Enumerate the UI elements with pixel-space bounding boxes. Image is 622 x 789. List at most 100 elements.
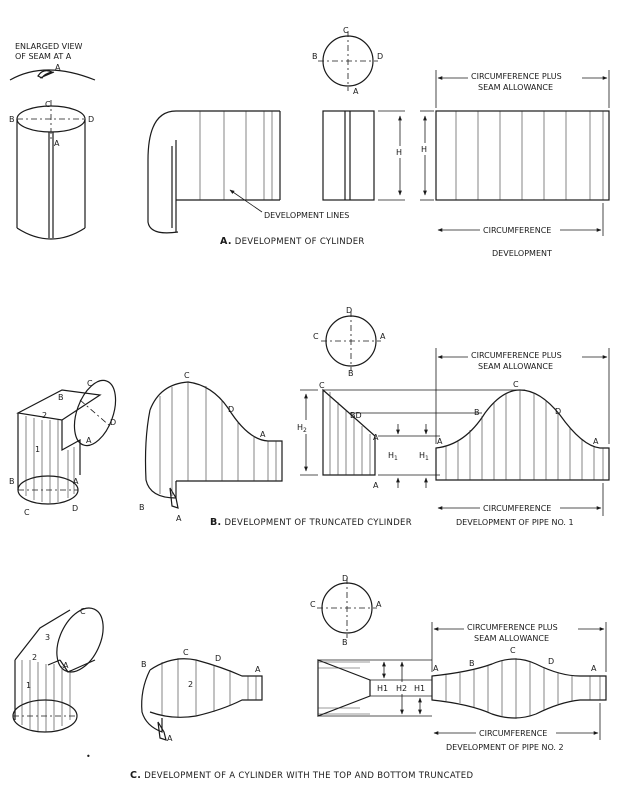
pattern-c: B C D A 2 A (141, 648, 263, 743)
elbow-b-d: D (110, 418, 116, 427)
elbow-c-c: C (80, 607, 86, 616)
cyl-label-b: B (9, 115, 15, 124)
pattern-b-b: B (139, 503, 145, 512)
dev-c-circplus-2: SEAM ALLOWANCE (474, 634, 549, 643)
circle-b-d: D (346, 306, 352, 315)
dev-b-dim-gap (468, 350, 582, 360)
dev-c-a: A (433, 664, 439, 673)
enlarged-view-line1: ENLARGED VIEW (15, 42, 83, 51)
cyl-label-d: D (88, 115, 94, 124)
front-view-a: H (322, 110, 405, 201)
cyl-label-c: C (45, 100, 51, 109)
circle-view-a: C B D A (312, 26, 383, 96)
dev-c-circ-label: CIRCUMFERENCE (479, 729, 547, 738)
c-h2-label: H2 (396, 684, 407, 693)
dev-c-c: C (510, 646, 516, 655)
pattern-b-d: D (228, 405, 234, 414)
dev-a-dev-label: DEVELOPMENT (492, 249, 552, 258)
dev-c-circ-gap (476, 727, 556, 737)
elbow-b-p2: 2 (42, 411, 47, 420)
stray-mark: • (86, 752, 91, 761)
dev-a-dim-gap (468, 71, 582, 81)
dev-c-outline (431, 658, 607, 719)
dev-lines-label: DEVELOPMENT LINES (264, 211, 349, 220)
dev-b-dev-label: DEVELOPMENT OF PIPE NO. 1 (456, 518, 574, 527)
elbow-b: C B D A 2 1 B A C D (9, 379, 116, 517)
pattern-c-outline (149, 658, 263, 718)
dev-c-circplus-1: CIRCUMFERENCE PLUS (467, 623, 558, 632)
pattern-c-tab (157, 721, 167, 741)
pattern-b-tab (169, 487, 179, 509)
circle-a-label-b: B (312, 52, 318, 61)
dev-a-h-label: H (421, 145, 427, 154)
circle-b-c: C (313, 332, 319, 341)
seam-fold (37, 70, 55, 79)
dev-a-circplus-1: CIRCUMFERENCE PLUS (471, 72, 562, 81)
pattern-b-top (149, 381, 283, 482)
profile-c-outline (317, 659, 371, 717)
elbow-b-a2: A (73, 477, 79, 486)
elbow-c-p3: 3 (45, 633, 50, 642)
sheet-curl (147, 110, 179, 234)
pattern-b-a2: A (176, 514, 182, 523)
caption-a: A.DEVELOPMENT OF CYLINDER (220, 236, 365, 247)
elbow-b-c2: C (24, 508, 30, 517)
seam-label-a: A (55, 63, 61, 72)
c-h1a-label: H1 (377, 684, 388, 693)
profile-b: C BD A A H2 H1 H1 (296, 381, 525, 490)
circle-b-a: A (380, 332, 386, 341)
circle-a-label-a: A (353, 87, 359, 96)
elbow-b-body (17, 413, 81, 490)
profile-b-a: A (373, 433, 379, 442)
elbow-c-p1: 1 (26, 681, 31, 690)
front-rect (322, 110, 375, 201)
elbow-b-end-axis (79, 399, 111, 427)
profile-b-outline (322, 388, 376, 476)
circle-c-c: C (310, 600, 316, 609)
pattern-c-a2: A (167, 734, 173, 743)
pattern-c-curl (141, 669, 163, 733)
dev-c-dim-gap (464, 622, 578, 632)
circle-a-label-d: D (377, 52, 383, 61)
h2-label: H2 (297, 423, 307, 434)
dev-c-d: D (548, 657, 554, 666)
dev-lines-arrow (229, 189, 263, 213)
dev-b-outline (435, 389, 610, 481)
h1b-label: H1 (419, 451, 429, 462)
dev-c-a2: A (591, 664, 597, 673)
pattern-c-c: C (183, 648, 189, 657)
circle-view-c: D C A B (310, 574, 382, 647)
dev-b-circplus-1: CIRCUMFERENCE PLUS (471, 351, 562, 360)
circle-c-a: A (376, 600, 382, 609)
enlarged-view-line2: OF SEAM AT A (15, 52, 72, 61)
dev-a-circplus-2: SEAM ALLOWANCE (478, 83, 553, 92)
pattern-b-a: A (260, 430, 266, 439)
dev-c-b: B (469, 659, 475, 668)
elbow-c-end-ellipse (56, 607, 104, 673)
profile-b-a2: A (373, 481, 379, 490)
dev-a-dimh-gap (420, 143, 430, 155)
dev-b-b: B (474, 408, 480, 417)
elbow-b-d2: D (72, 504, 78, 513)
dev-a-circ-gap (480, 224, 560, 234)
dev-b-circ-label: CIRCUMFERENCE (483, 504, 551, 513)
elbow-c-a: A (63, 661, 69, 670)
profile-b-bd: BD (350, 411, 362, 420)
dev-b-a2: A (593, 437, 599, 446)
elbow-b-b2: B (9, 477, 15, 486)
development-a: CIRCUMFERENCE PLUS SEAM ALLOWANCE H CIRC… (420, 70, 610, 258)
c-profile-gap (376, 682, 436, 694)
seam-arc (9, 69, 96, 81)
cylinder-bottom (16, 227, 86, 240)
cylinder-isometric: C B D A (9, 100, 94, 240)
dev-b-d: D (555, 407, 561, 416)
caption-b: B.DEVELOPMENT OF TRUNCATED CYLINDER (210, 517, 412, 528)
circle-c-b: B (342, 638, 348, 647)
cyl-label-a: A (54, 139, 60, 148)
dev-c-dev-label: DEVELOPMENT OF PIPE NO. 2 (446, 743, 564, 752)
pattern-c-b: B (141, 660, 147, 669)
section-c: C 3 2 1 A B C D A 2 A (12, 574, 607, 781)
elbow-c-body (14, 609, 96, 720)
pattern-b-curl (144, 409, 177, 499)
development-c: A B C D A CIRCUMFERENCE PLUS SEAM ALLOWA… (431, 622, 607, 752)
